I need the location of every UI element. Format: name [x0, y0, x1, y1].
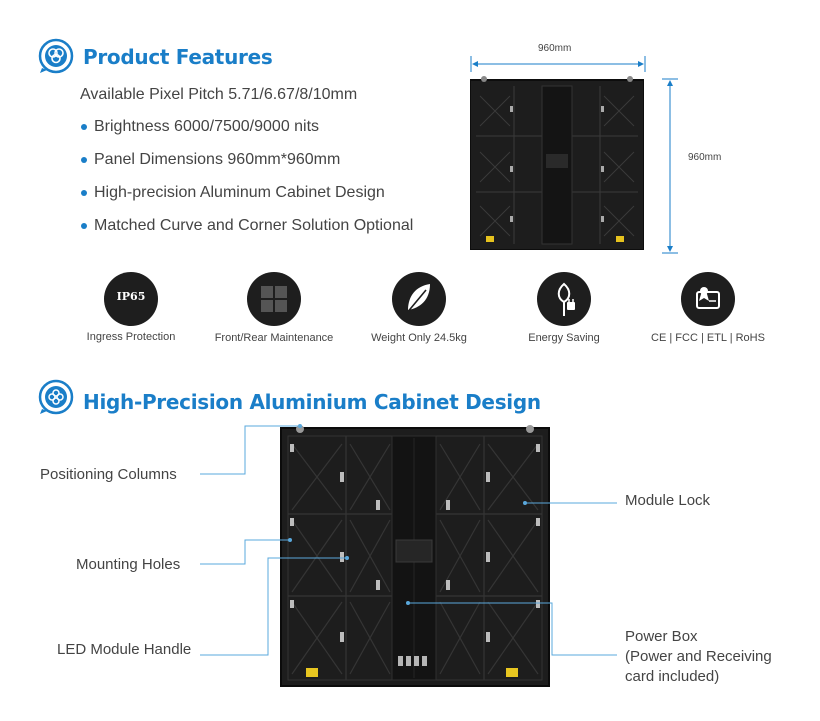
badge-label: Energy Saving: [528, 332, 600, 344]
feature-bullet: [81, 157, 87, 163]
feature-bullet: [81, 223, 87, 229]
product-features-icon: [38, 38, 74, 74]
module-grid-icon: [261, 286, 287, 312]
product-features-title: Product Features: [83, 45, 273, 69]
feature-item: Brightness 6000/7500/9000 nits: [94, 118, 320, 135]
height-dimension-line: [660, 78, 680, 254]
feature-bullet: [81, 190, 87, 196]
energy-badge: [537, 272, 591, 326]
callout-power-box: Power Box (Power and Receiving card incl…: [625, 627, 772, 687]
width-dimension-label: 960mm: [538, 43, 572, 54]
callout-positioning-columns: Positioning Columns: [40, 466, 177, 483]
cabinet-back-view: [280, 424, 550, 688]
height-dimension-label: 960mm: [688, 152, 722, 163]
pixel-pitch-text: Available Pixel Pitch 5.71/6.67/8/10mm: [80, 86, 358, 103]
badge-label: Ingress Protection: [86, 331, 176, 343]
cabinet-design-icon: [38, 379, 74, 415]
cabinet-design-title: High-Precision Aluminium Cabinet Design: [83, 390, 541, 414]
weight-badge: [392, 272, 446, 326]
feather-icon: [405, 284, 430, 315]
power-box-line-3: card included): [625, 668, 720, 685]
badge-label: Front/Rear Maintenance: [214, 332, 334, 344]
callout-mounting-holes: Mounting Holes: [76, 556, 181, 573]
callout-module-lock: Module Lock: [625, 492, 711, 509]
power-box-line-1: Power Box: [625, 628, 698, 645]
callout-led-module-handle: LED Module Handle: [57, 641, 192, 658]
feature-item: Matched Curve and Corner Solution Option…: [94, 217, 414, 234]
width-dimension-line: [470, 54, 646, 74]
feature-item: High-precision Aluminum Cabinet Design: [94, 184, 385, 201]
feature-bullet: [81, 124, 87, 130]
badge-label: Weight Only 24.5kg: [371, 332, 467, 344]
certification-badge: [681, 272, 735, 326]
plug-leaf-icon: [557, 282, 575, 316]
badge-label: CE | FCC | ETL | RoHS: [651, 332, 765, 344]
power-box-line-2: (Power and Receiving: [625, 648, 772, 665]
certificate-icon: [696, 287, 720, 309]
maintenance-badge: [247, 272, 301, 326]
ip65-badge: IP65: [104, 272, 158, 326]
ip65-icon: IP65: [116, 290, 146, 303]
cabinet-thumbnail: [470, 76, 644, 250]
feature-item: Panel Dimensions 960mm*960mm: [94, 151, 341, 168]
